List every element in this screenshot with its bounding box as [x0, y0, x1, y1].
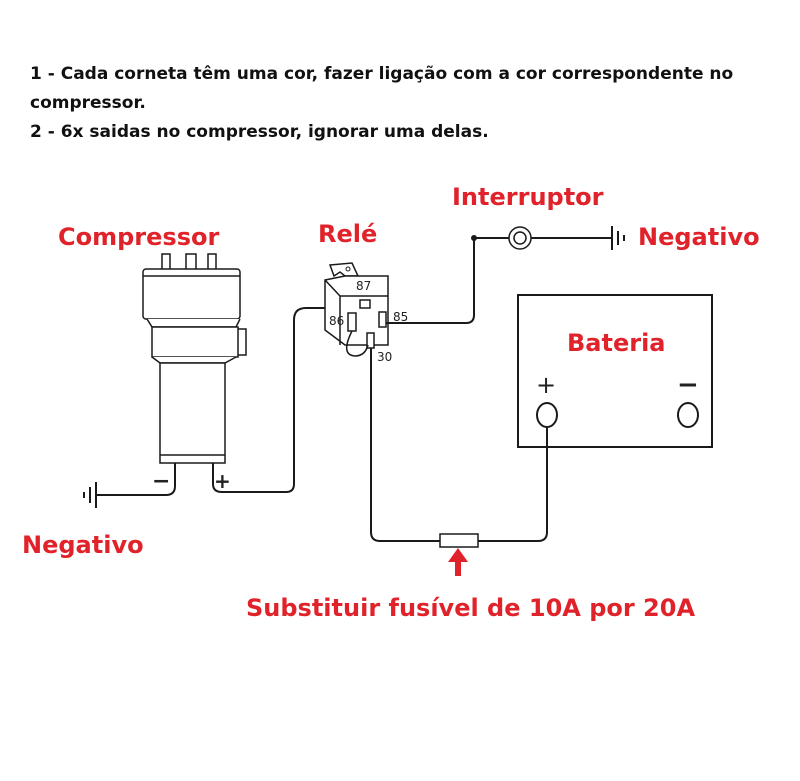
- ground-left-icon: [83, 482, 97, 508]
- compressor-label: Compressor: [58, 223, 219, 251]
- wire-compressor-ground: [96, 463, 176, 496]
- wire-relay30-fuse: [370, 348, 440, 542]
- ground-right-icon: [611, 226, 625, 250]
- relay-label: Relé: [318, 220, 377, 248]
- negative-left-label: Negativo: [22, 531, 144, 559]
- compressor: − +: [142, 253, 247, 494]
- battery-plus: +: [536, 371, 556, 399]
- switch-icon: [508, 226, 532, 250]
- fuse-arrow-icon: [448, 548, 468, 576]
- battery-minus: −: [677, 370, 699, 400]
- compressor-plus: +: [214, 469, 231, 493]
- instruction-line-3: 2 - 6x saidas no compressor, ignorar uma…: [30, 122, 489, 142]
- wire-relay85-switch: [386, 237, 510, 324]
- fuse-note-label: Substituir fusível de 10A por 20A: [246, 594, 695, 622]
- battery-positive-terminal: [536, 402, 558, 428]
- wire-compressor-relay87: [212, 307, 365, 493]
- battery: + −: [517, 294, 713, 448]
- battery-negative-terminal: [677, 402, 699, 428]
- instruction-line-2: compressor.: [30, 93, 146, 113]
- wire-fuse-battery: [478, 428, 548, 542]
- instruction-line-1: 1 - Cada corneta têm uma cor, fazer liga…: [30, 64, 734, 84]
- relay-pin-86: 86: [329, 314, 344, 328]
- battery-label: Bateria: [567, 329, 666, 357]
- relay-pin-85: 85: [393, 310, 408, 324]
- relay-pin-87: 87: [356, 279, 371, 293]
- compressor-minus: −: [152, 469, 170, 494]
- fuse: [439, 533, 479, 548]
- junction-dot: [471, 235, 477, 241]
- switch-label: Interruptor: [452, 183, 604, 211]
- relay-pin-30: 30: [377, 350, 392, 364]
- relay: 87 86 85 30: [324, 262, 408, 364]
- negative-right-label: Negativo: [638, 223, 760, 251]
